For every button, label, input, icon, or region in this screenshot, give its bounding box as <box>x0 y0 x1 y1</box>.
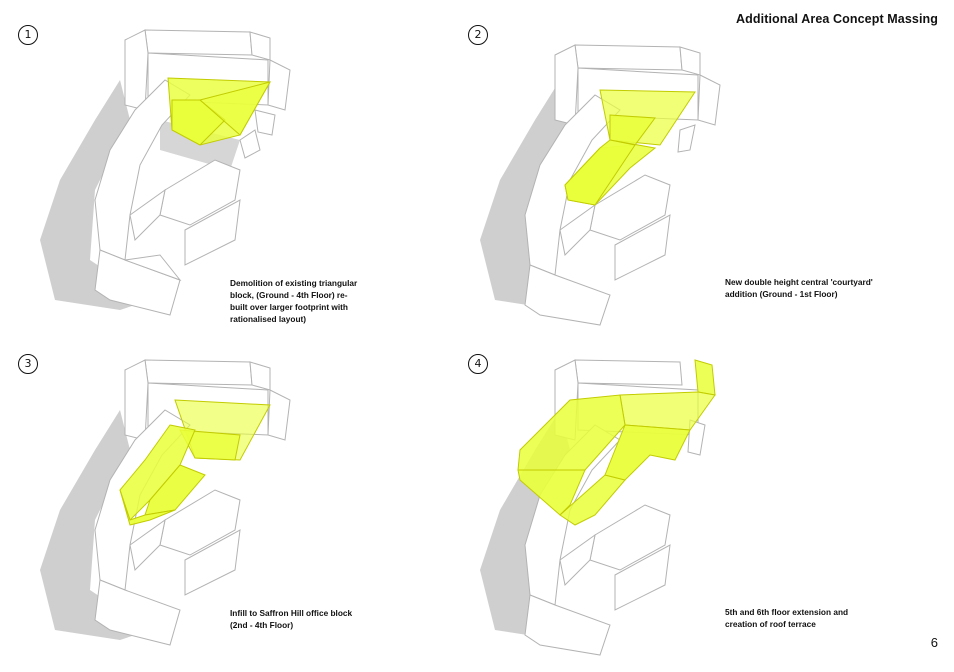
massing-panel-4: 4 5th and 6th floor extension and creati… <box>450 330 927 660</box>
page-title: Additional Area Concept Massing <box>736 12 938 26</box>
highlight-massing <box>167 77 272 146</box>
panel-caption: 5th and 6th floor extension and creation… <box>725 607 849 629</box>
ground-shadow <box>480 80 590 310</box>
massing-diagram <box>40 29 291 316</box>
existing-building <box>524 44 721 326</box>
panel-caption: Demolition of existing triangular block,… <box>230 278 358 324</box>
highlight-massing <box>517 359 716 526</box>
highlight-massing <box>564 89 696 206</box>
step-number-badge: 2 <box>468 25 488 45</box>
step-number-badge: 3 <box>18 354 38 374</box>
panel-caption: New double height central 'courtyard' ad… <box>725 277 873 299</box>
highlight-massing <box>119 399 271 526</box>
massing-panel-1: 1 Demolition of existing triangular <box>0 0 477 330</box>
massing-panel-3: 3 Infill to Saffron Hill office block (2… <box>0 330 477 660</box>
ground-shadow <box>480 410 590 640</box>
ground-shadow <box>40 410 150 640</box>
step-number-badge: 1 <box>18 25 38 45</box>
step-number-badge: 4 <box>468 354 488 374</box>
massing-diagram <box>40 359 291 646</box>
massing-diagram <box>480 359 716 656</box>
massing-diagram <box>480 44 721 326</box>
massing-panel-2: 2 New double height central 'courtyard' … <box>450 0 927 330</box>
page-number: 6 <box>930 635 938 650</box>
existing-building <box>94 29 291 316</box>
panel-caption: Infill to Saffron Hill office block (2nd… <box>230 608 353 630</box>
